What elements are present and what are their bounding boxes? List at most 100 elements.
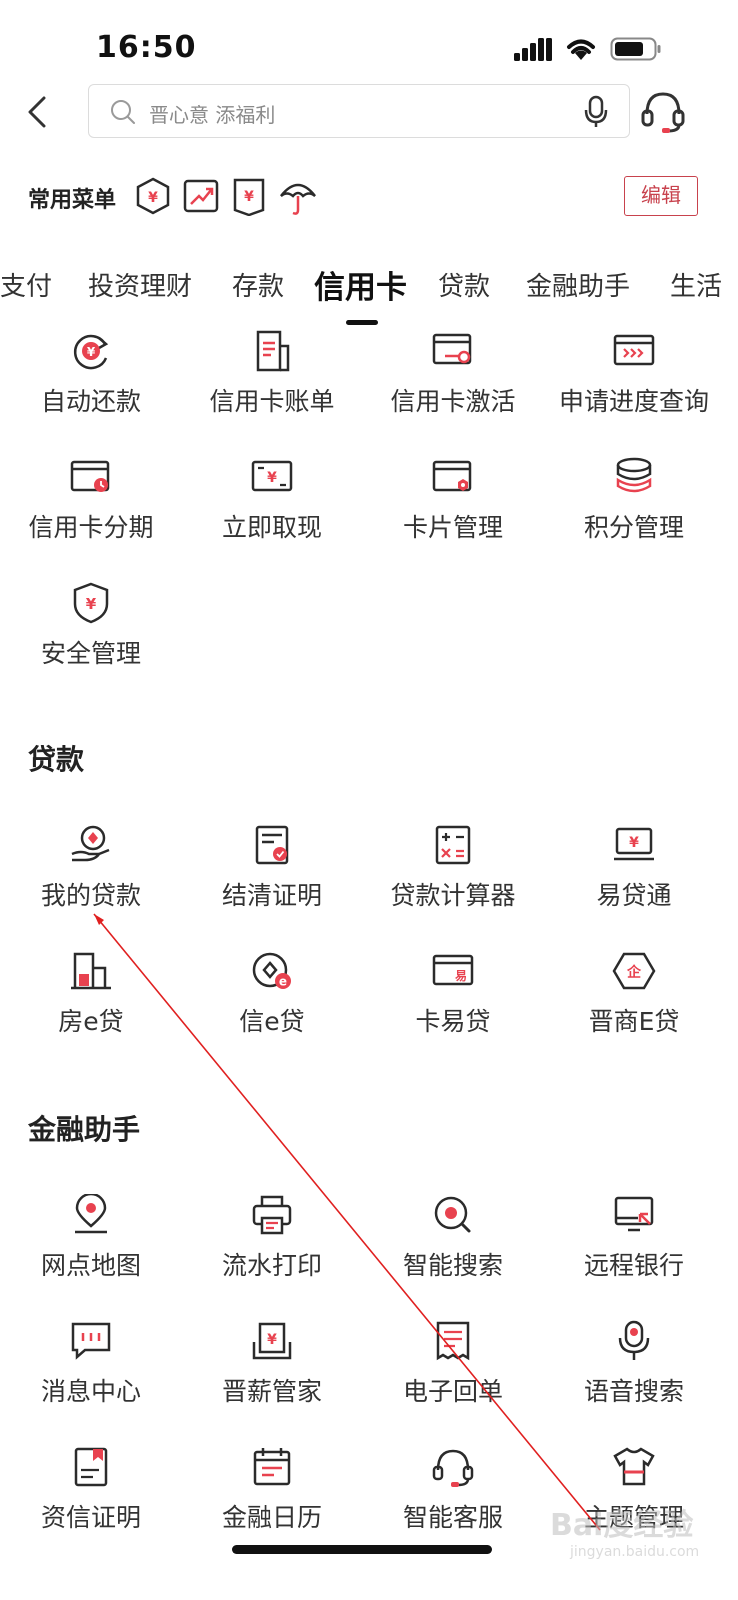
bill-icon [256,330,290,372]
grid-item-card-manage[interactable]: 卡片管理 [362,456,544,556]
grid-item-label: 立即取现 [221,513,322,542]
hexagon-yen-icon: ¥ [136,177,170,215]
grid-item-salary-manager[interactable]: ¥ 晋薪管家 [181,1320,363,1420]
receipt-icon [436,1321,470,1361]
enterprise-loan-icon: 企 [612,952,656,990]
grid-item-finance-calendar[interactable]: 金融日历 [181,1446,363,1546]
svg-text:e: e [279,975,287,989]
grid-item-card-easy-loan[interactable]: 易 卡易贷 [362,950,544,1050]
grid-item-label: 信用卡分期 [28,513,154,542]
watermark-logo: Bai度经验 jingyan.baidu.com [550,1500,699,1560]
grid-item-auto-repay[interactable]: ¥ 自动还款 [0,330,182,430]
grid-item-message-center[interactable]: 消息中心 [0,1320,182,1420]
grid-item-label: 房e贷 [58,1007,124,1036]
svg-text:¥: ¥ [148,190,158,206]
grid-item-bill[interactable]: 信用卡账单 [181,330,363,430]
grid-item-remote-bank[interactable]: 远程银行 [543,1194,725,1294]
tab-finance-assistant[interactable]: 金融助手 [526,272,631,302]
grid-item-installment[interactable]: 信用卡分期 [0,456,182,556]
grid-item-label: 远程银行 [583,1251,684,1280]
smart-search-icon [434,1196,471,1233]
map-pin-icon [75,1194,107,1234]
calculator-icon [435,825,471,865]
svg-text:¥: ¥ [244,189,254,205]
section-title-finance-assistant: 金融助手 [28,1113,141,1146]
grid-item-progress-query[interactable]: 申请进度查询 [543,330,725,430]
grid-item-label: 网点地图 [40,1251,141,1280]
grid-item-security[interactable]: ¥ 安全管理 [0,582,182,682]
house-loan-icon [71,952,111,990]
grid-item-branch-map[interactable]: 网点地图 [0,1194,182,1294]
grid-item-label: 智能搜索 [402,1251,503,1280]
status-icons [514,36,662,62]
grid-item-label: 流水打印 [221,1251,322,1280]
points-icon [616,457,652,493]
search-input[interactable]: 晋心意 添福利 [88,84,630,138]
status-time: 16:50 [96,30,197,65]
grid-item-points[interactable]: 积分管理 [543,456,725,556]
svg-text:¥: ¥ [267,1332,277,1348]
bill-yen-icon: ¥ [233,178,265,217]
grid-item-credit-cert[interactable]: 资信证明 [0,1446,182,1546]
quick-trend[interactable] [182,176,222,216]
credit-cert-icon [74,1447,108,1487]
svg-text:¥: ¥ [87,345,96,359]
quick-umbrella[interactable] [278,176,318,216]
grid-item-label: 易贷通 [596,881,672,910]
tab-deposit[interactable]: 存款 [232,272,285,302]
battery-icon [610,37,661,61]
quick-shield-yen[interactable]: ¥ [134,176,174,216]
edit-button[interactable]: 编辑 [624,176,698,216]
tab-payment[interactable]: 支付 [0,272,53,302]
grid-item-label: 电子回单 [402,1377,503,1406]
tab-loan[interactable]: 贷款 [438,272,491,302]
headset-icon [641,92,685,133]
grid-item-credit-e-loan[interactable]: e 信e贷 [181,950,363,1050]
credit-e-loan-icon: e [252,952,291,989]
grid-item-label: 主题管理 [583,1503,684,1532]
svg-text:¥: ¥ [267,470,277,486]
grid-item-label: 申请进度查询 [558,387,709,416]
grid-item-my-loan[interactable]: 我的贷款 [0,824,182,924]
installment-icon [70,460,110,492]
search-icon [111,100,135,124]
cash-withdraw-icon: ¥ [251,460,293,492]
grid-item-label: 晋薪管家 [221,1377,322,1406]
grid-item-label: 晋商E贷 [588,1007,680,1036]
auto-repay-icon: ¥ [73,334,109,370]
grid-item-calculator[interactable]: 贷款计算器 [362,824,544,924]
grid-item-label: 卡片管理 [402,513,503,542]
grid-item-cash-withdraw[interactable]: ¥ 立即取现 [181,456,363,556]
settlement-cert-icon [255,825,289,865]
back-button[interactable] [20,92,54,132]
common-menu-label: 常用菜单 [28,188,117,213]
voice-search-icon [618,1320,650,1360]
tab-credit-card[interactable]: 信用卡 [314,270,407,306]
grid-item-enterprise-loan[interactable]: 企 晋商E贷 [543,950,725,1050]
grid-item-theme-manage[interactable]: 主题管理 [543,1446,725,1546]
grid-item-voice-search[interactable]: 语音搜索 [543,1320,725,1420]
grid-item-e-receipt[interactable]: 电子回单 [362,1320,544,1420]
watermark-subtext: jingyan.baidu.com [570,1544,700,1560]
grid-item-label: 信e贷 [239,1007,305,1036]
grid-item-yidaitong[interactable]: ¥ 易贷通 [543,824,725,924]
home-indicator[interactable] [232,1545,492,1554]
grid-item-smart-search[interactable]: 智能搜索 [362,1194,544,1294]
calendar-icon [253,1448,291,1486]
grid-item-house-loan[interactable]: 房e贷 [0,950,182,1050]
tab-life[interactable]: 生活 [670,272,723,302]
grid-item-settlement-cert[interactable]: 结清证明 [181,824,363,924]
grid-item-statement-print[interactable]: 流水打印 [181,1194,363,1294]
customer-service-button[interactable] [640,88,686,134]
microphone-icon[interactable] [583,95,609,129]
quick-bill[interactable]: ¥ [230,176,270,217]
card-activate-icon [432,333,472,365]
theme-shirt-icon [613,1447,655,1486]
grid-item-smart-cs[interactable]: 智能客服 [362,1446,544,1546]
grid-item-label: 信用卡激活 [390,387,516,416]
tab-investment[interactable]: 投资理财 [88,272,193,302]
grid-item-card-activate[interactable]: 信用卡激活 [362,330,544,430]
active-tab-indicator [346,320,378,325]
umbrella-icon [280,183,316,215]
svg-text:¥: ¥ [629,835,639,851]
